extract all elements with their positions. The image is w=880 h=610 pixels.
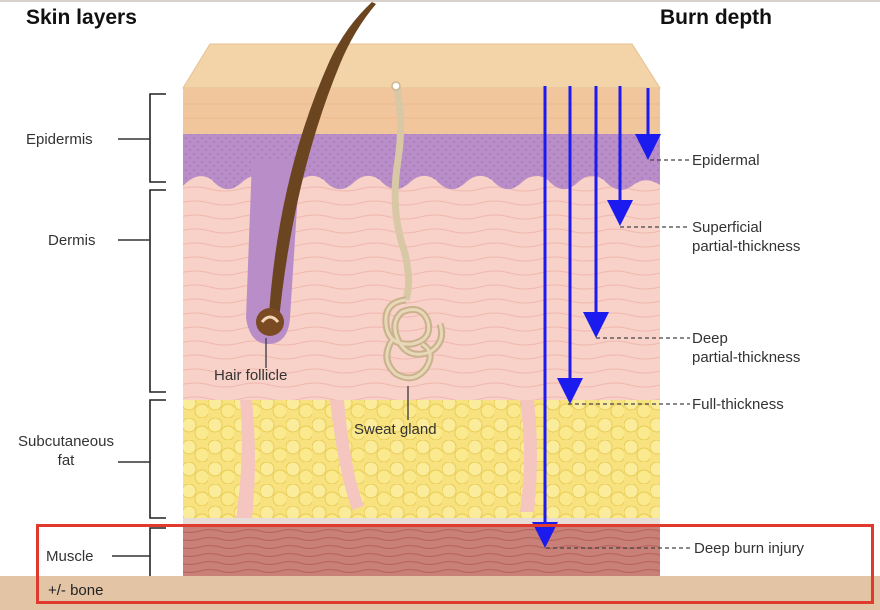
skin-layers-heading: Skin layers <box>26 6 137 29</box>
top-border-line <box>0 0 880 2</box>
burn-depth-arrows <box>532 86 661 548</box>
label-burn-superficial-partial: Superficial partial-thickness <box>692 218 800 256</box>
fat-layer <box>183 400 660 518</box>
layer-brackets <box>149 93 166 576</box>
sweat-duct <box>391 83 413 302</box>
label-epidermis: Epidermis <box>26 131 93 148</box>
burn-depth-leaders <box>546 159 690 549</box>
hair-bulb <box>256 308 284 336</box>
label-sweat-gland: Sweat gland <box>354 421 437 438</box>
arrow-superficial-partial-head <box>607 200 633 226</box>
label-burn-deep-line1: Deep <box>692 330 728 347</box>
skin-surface <box>182 43 661 89</box>
label-muscle: Muscle <box>46 548 94 565</box>
label-burn-deep-partial: Deep partial-thickness <box>692 329 800 367</box>
label-burn-deep-line2: partial-thickness <box>692 349 801 366</box>
arrow-deep-burn-head <box>532 522 558 548</box>
arrow-deep-partial-head <box>583 312 609 338</box>
label-dermis: Dermis <box>48 232 96 249</box>
label-burn-epidermal: Epidermal <box>692 152 760 169</box>
muscle-layer <box>183 526 660 576</box>
label-burn-superficial-line2: partial-thickness <box>692 238 801 255</box>
label-subcutaneous-fat: Subcutaneous fat <box>14 432 118 470</box>
burn-depth-heading: Burn depth <box>660 6 772 29</box>
arrow-full-thickness-head <box>557 378 583 404</box>
deep-burn-highlight-box <box>36 524 874 604</box>
hair-shaft <box>268 2 376 330</box>
bone-band <box>0 576 880 610</box>
label-burn-superficial-line1: Superficial <box>692 219 763 236</box>
arrow-epidermal-head <box>635 134 661 160</box>
label-burn-full-thickness: Full-thickness <box>692 396 784 413</box>
label-subcutaneous-line2: fat <box>57 452 75 469</box>
label-bone: +/- bone <box>48 582 104 599</box>
layer-label-ticks <box>112 138 150 557</box>
label-hair-follicle: Hair follicle <box>214 367 288 384</box>
epidermis-layer <box>183 88 660 134</box>
label-burn-deep-injury: Deep burn injury <box>694 540 805 557</box>
label-subcutaneous-line1: Subcutaneous <box>18 433 114 450</box>
